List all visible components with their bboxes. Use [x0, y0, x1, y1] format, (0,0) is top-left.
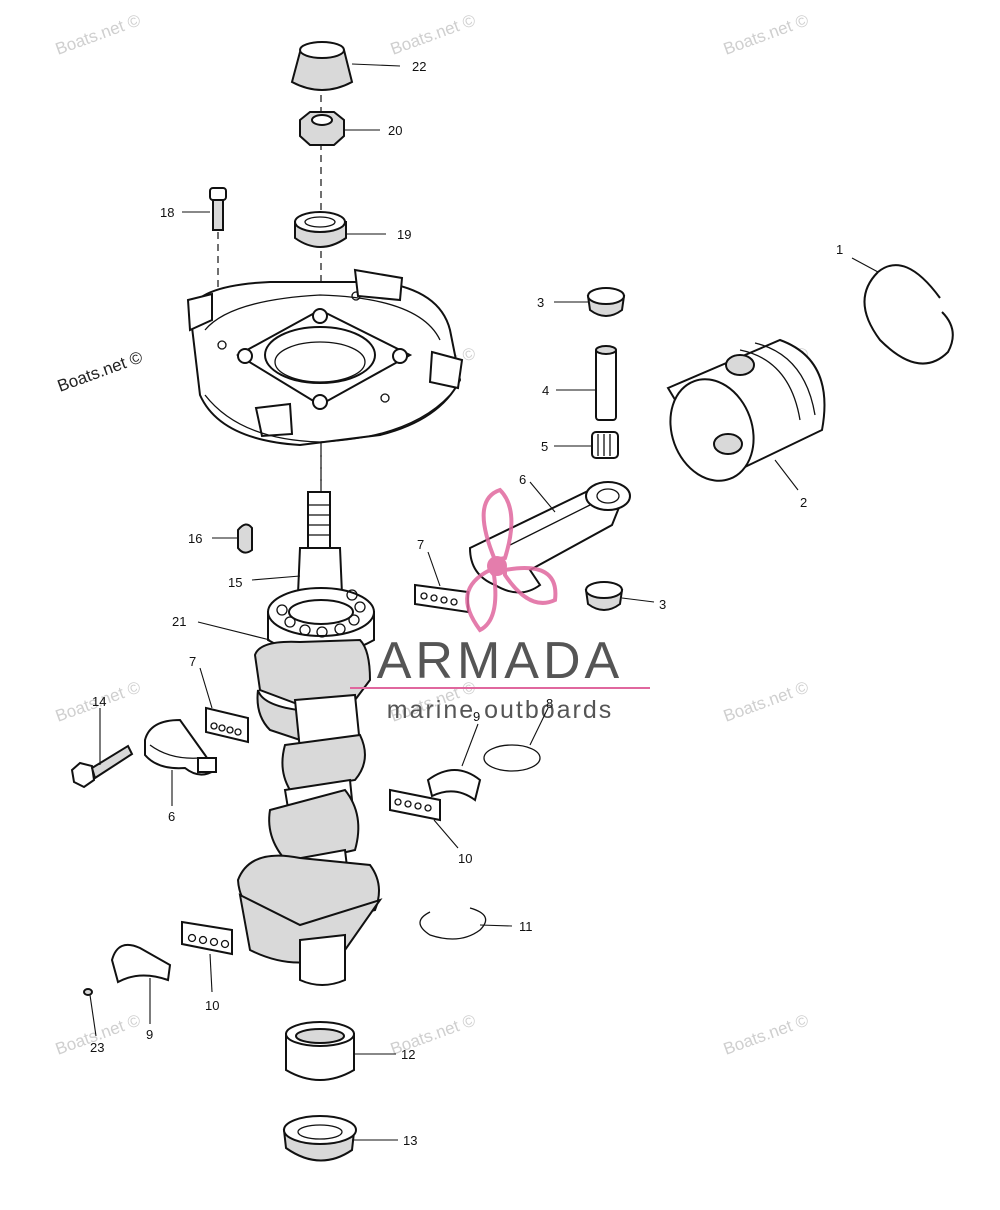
- watermark-text: Boats.net ©: [721, 10, 812, 58]
- callout-12: 12: [401, 1047, 415, 1062]
- callout-3: 3: [537, 295, 544, 310]
- crankshaft-body: [236, 638, 383, 986]
- callout-16: 16: [188, 531, 202, 546]
- armada-logo: ARMADA marine outboards: [350, 487, 650, 724]
- upper-end-cap: [186, 268, 464, 447]
- watermark-text: Boats.net ©: [388, 10, 479, 58]
- callout-10: 10: [458, 851, 472, 866]
- logo-brand: ARMADA: [377, 632, 623, 690]
- part-20-nut: [299, 111, 345, 146]
- callout-9: 9: [473, 709, 480, 724]
- part-5-needle-bearing: [591, 431, 619, 459]
- part-1-piston-ring: [863, 264, 954, 365]
- callout-19: 19: [397, 227, 411, 242]
- callout-21: 21: [172, 614, 186, 629]
- part-14-bolt: [70, 744, 134, 789]
- part-10-needle-cage: [389, 788, 441, 822]
- watermark-text-dark: Boats.net ©: [55, 347, 146, 395]
- part-4-piston-pin: [595, 345, 617, 421]
- callout-5: 5: [541, 439, 548, 454]
- part-7-needle-cage: [414, 583, 469, 614]
- callout-13: 13: [403, 1133, 417, 1148]
- part-19-bearing: [294, 211, 347, 248]
- part-6-connecting-rod: [468, 481, 631, 594]
- part-8-ring: [483, 744, 541, 772]
- part-2-piston: [666, 338, 826, 482]
- part-6-rod-cap: [144, 718, 217, 776]
- leader-lines: [89, 63, 879, 1141]
- callout-9: 9: [146, 1027, 153, 1042]
- callout-6: 6: [168, 809, 175, 824]
- callout-15: 15: [228, 575, 242, 590]
- part-10-needle-cage: [181, 920, 233, 956]
- watermarks: Boats.net © Boats.net © Boats.net © Boat…: [53, 10, 812, 1058]
- callout-4: 4: [542, 383, 549, 398]
- callout-7: 7: [417, 537, 424, 552]
- part-13-seal: [282, 1115, 357, 1162]
- part-3-bushing: [584, 581, 624, 611]
- callout-11: 11: [519, 919, 533, 934]
- part-9-bearing-half: [426, 769, 482, 802]
- callout-2: 2: [800, 495, 807, 510]
- part-23-dowel: [83, 988, 93, 996]
- callout-1: 1: [836, 242, 843, 257]
- callout-7: 7: [189, 654, 196, 669]
- part-7-needle-cage: [205, 706, 249, 744]
- part-12-roller-bearing: [285, 1021, 355, 1081]
- callout-14: 14: [92, 694, 106, 709]
- callout-8: 8: [546, 696, 553, 711]
- callout-3: 3: [659, 597, 666, 612]
- part-18-bolt: [209, 187, 227, 231]
- callout-6: 6: [519, 472, 526, 487]
- part-22-cap: [290, 41, 354, 91]
- watermark-text: Boats.net ©: [721, 1010, 812, 1058]
- watermark-text: Boats.net ©: [53, 10, 144, 58]
- callout-22: 22: [412, 59, 426, 74]
- callout-10: 10: [205, 998, 219, 1013]
- part-3-bushing: [586, 287, 626, 317]
- watermark-text: Boats.net ©: [721, 677, 812, 725]
- part-16-woodruff-key: [237, 523, 253, 554]
- callout-18: 18: [160, 205, 174, 220]
- logo-tagline: marine outboards: [387, 696, 614, 724]
- callout-23: 23: [90, 1040, 104, 1055]
- part-9-bearing-half: [110, 944, 172, 984]
- part-11-ring: [419, 907, 487, 940]
- callout-20: 20: [388, 123, 402, 138]
- callout-labels: 22 20 18 19 1 3 4 5 2 6 16 7 15 3 21 7 1…: [90, 59, 843, 1148]
- propeller-logo-mark: [465, 487, 558, 633]
